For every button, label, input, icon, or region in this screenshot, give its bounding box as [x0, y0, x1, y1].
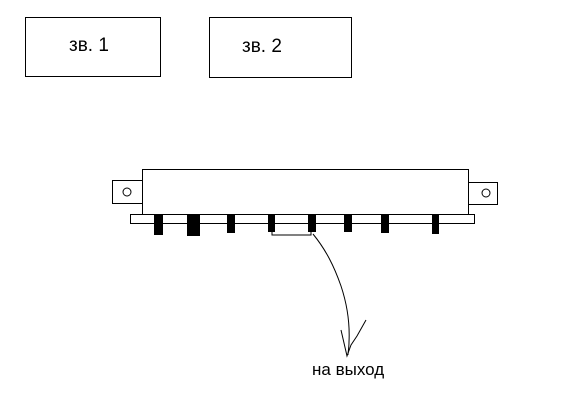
sound-box-2: зв. 2	[209, 17, 352, 78]
sound-box-2-label: зв. 2	[242, 36, 282, 57]
output-arrowhead	[340, 319, 367, 358]
pin-5	[308, 215, 316, 232]
pin-4	[268, 215, 275, 232]
sound-box-1: зв. 1	[25, 17, 161, 77]
output-wire	[312, 233, 350, 356]
pin-6	[344, 215, 352, 232]
output-label: на выход	[312, 360, 385, 379]
pin-3	[227, 215, 235, 233]
component-body	[142, 169, 469, 215]
pin-7	[381, 215, 389, 233]
pin-1	[154, 215, 163, 235]
sound-box-1-label: зв. 1	[69, 35, 109, 56]
right-mount-hole	[481, 188, 491, 198]
pin-2	[187, 215, 200, 236]
base-plate	[130, 214, 475, 224]
pin-8	[432, 215, 439, 234]
pin-bracket	[271, 232, 312, 236]
left-mount-hole	[122, 187, 132, 197]
